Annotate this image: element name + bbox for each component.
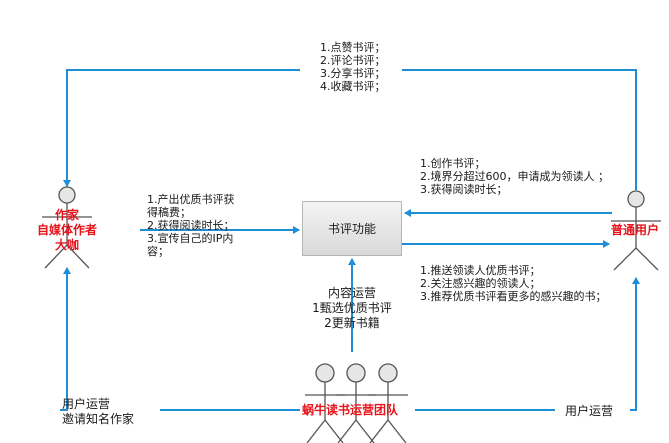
box-to-user-line: 2.关注感兴趣的领读人； bbox=[420, 277, 541, 290]
user-to-box-line: 1.创作书评； bbox=[420, 157, 486, 170]
box-to-user-line: 1.推送领读人优质书评； bbox=[420, 264, 541, 277]
arrow-user-to-author-top bbox=[67, 69, 637, 190]
review-feature-label: 书评功能 bbox=[327, 222, 376, 236]
box-to-user-label: 1.推送领读人优质书评； 2.关注感兴趣的领读人； 3.推荐优质书评看更多的感兴… bbox=[420, 264, 607, 303]
author-benefit-line: 3.宣传自己的IP内 bbox=[147, 232, 234, 245]
team-actor-name: 蜗牛读书运营团队 bbox=[302, 403, 399, 417]
top-label-line: 2.评论书评； bbox=[320, 54, 386, 67]
top-label-line: 4.收藏书评； bbox=[320, 80, 386, 93]
user-to-box-label: 1.创作书评； 2.境界分超过600，申请成为领读人 ； 3.获得阅读时长； bbox=[420, 157, 609, 196]
left-user-ops-label: 用户运营 邀请知名作家 bbox=[62, 397, 134, 427]
author-benefit-line: 1.产出优质书评获 bbox=[147, 193, 235, 206]
box-to-user-line: 3.推荐优质书评看更多的感兴趣的书； bbox=[420, 290, 607, 303]
author-actor-figure bbox=[42, 186, 92, 269]
author-actor-name: 作家 自媒体作者 大咖 bbox=[22, 208, 112, 253]
author-benefit-line: 得稿费； bbox=[147, 206, 191, 219]
user-to-box-line: 2.境界分超过600，申请成为领读人 ； bbox=[420, 170, 609, 183]
author-name-line: 作家 bbox=[54, 208, 79, 222]
right-user-ops-label: 用户运营 bbox=[565, 404, 614, 418]
author-benefit-line: 2.获得阅读时长； bbox=[147, 219, 235, 232]
content-ops-line: 1甄选优质书评 bbox=[312, 301, 392, 315]
author-name-line: 自媒体作者 bbox=[36, 223, 97, 237]
top-interactions-label: 1.点赞书评； 2.评论书评； 3.分享书评； 4.收藏书评； bbox=[320, 41, 386, 93]
top-label-line: 1.点赞书评； bbox=[320, 41, 386, 54]
author-benefit-line: 容； bbox=[147, 245, 169, 258]
user-actor-figure bbox=[611, 190, 661, 271]
user-to-box-line: 3.获得阅读时长； bbox=[420, 183, 508, 196]
arrow-team-to-user bbox=[415, 278, 636, 411]
content-ops-label: 内容运营 1甄选优质书评 2更新书籍 bbox=[302, 286, 402, 331]
left-user-ops-line: 用户运营 bbox=[62, 397, 111, 411]
author-benefits-label: 1.产出优质书评获 得稿费； 2.获得阅读时长； 3.宣传自己的IP内 容； bbox=[147, 193, 235, 258]
team-actor-figures bbox=[305, 363, 408, 443]
content-ops-line: 内容运营 bbox=[327, 286, 376, 300]
author-name-line: 大咖 bbox=[54, 238, 79, 252]
left-user-ops-line: 邀请知名作家 bbox=[62, 412, 135, 426]
top-label-line: 3.分享书评； bbox=[320, 67, 386, 80]
user-actor-name: 普通用户 bbox=[611, 223, 660, 237]
content-ops-line: 2更新书籍 bbox=[324, 316, 380, 330]
review-feature-box: 书评功能 bbox=[302, 201, 402, 256]
arrow-team-to-author bbox=[60, 268, 300, 411]
